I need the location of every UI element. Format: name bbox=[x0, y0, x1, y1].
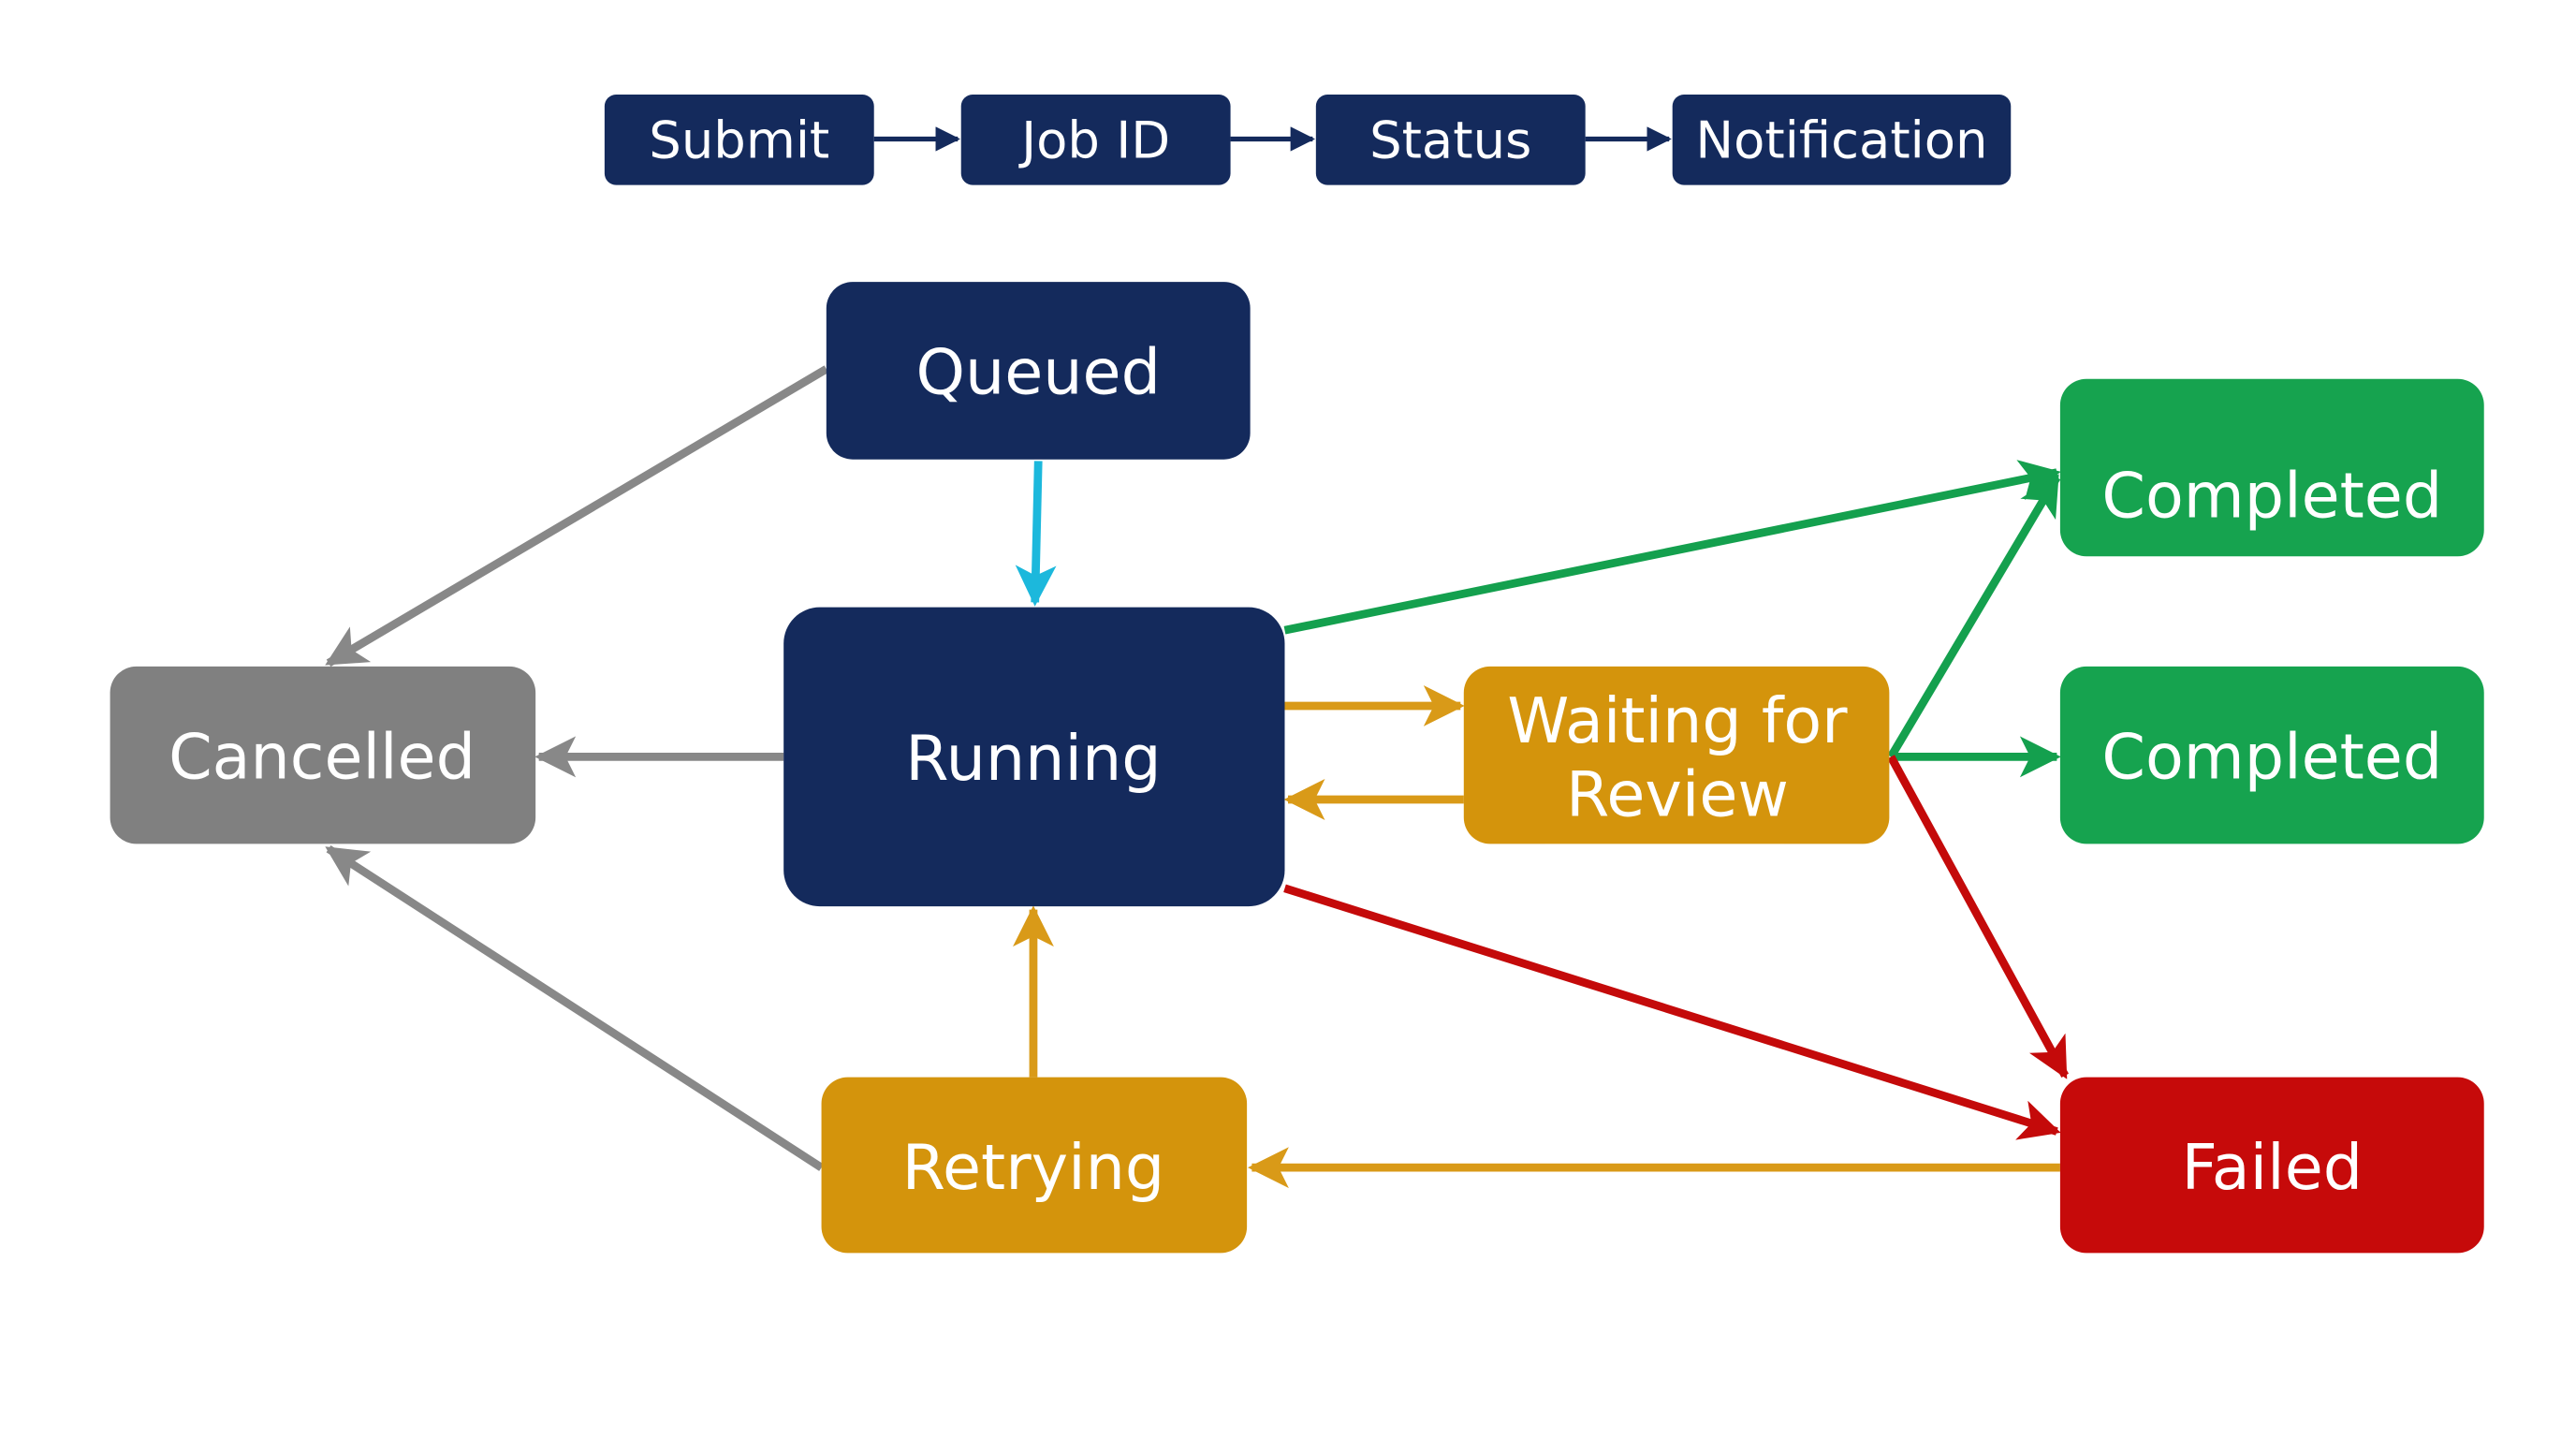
flow-step-job-id-label: Job ID bbox=[1018, 111, 1170, 170]
arrow-queued-to-cancelled bbox=[325, 365, 829, 668]
state-retrying-label: Retrying bbox=[902, 1131, 1165, 1204]
arrow-queued-to-running bbox=[1015, 461, 1057, 607]
flow-step-job-id: Job ID bbox=[960, 95, 1231, 185]
flow-step-notification-label: Notification bbox=[1695, 111, 1987, 170]
flow-step-submit: Submit bbox=[604, 95, 874, 185]
arrow-retrying-to-cancelled bbox=[325, 844, 824, 1171]
state-completed-top-label: Completed bbox=[2101, 459, 2442, 532]
arrow-waiting-to-failed bbox=[1887, 755, 2070, 1079]
flow-bar: Submit Job ID Status Notification bbox=[604, 95, 2012, 185]
state-completed-top: Completed bbox=[2059, 378, 2484, 557]
state-queued: Queued bbox=[826, 282, 1251, 460]
state-cancelled: Cancelled bbox=[110, 666, 536, 844]
state-waiting-label-line1: Waiting for bbox=[1507, 684, 1848, 757]
state-queued-label: Queued bbox=[916, 336, 1161, 409]
state-retrying: Retrying bbox=[821, 1077, 1248, 1254]
state-failed: Failed bbox=[2059, 1077, 2484, 1254]
state-completed-mid: Completed bbox=[2059, 666, 2484, 844]
state-cancelled-label: Cancelled bbox=[168, 720, 476, 793]
arrow-running-to-completed-top bbox=[1283, 460, 2061, 635]
flow-step-status-label: Status bbox=[1369, 111, 1531, 170]
flow-step-status: Status bbox=[1315, 95, 1586, 185]
arrow-running-to-failed bbox=[1283, 884, 2061, 1140]
arrow-waiting-to-completed-top bbox=[1887, 474, 2061, 759]
state-waiting-label-line2: Review bbox=[1566, 758, 1789, 831]
state-running-label: Running bbox=[905, 722, 1161, 795]
flow-step-submit-label: Submit bbox=[649, 111, 829, 170]
state-completed-mid-label: Completed bbox=[2101, 720, 2442, 793]
state-failed-label: Failed bbox=[2182, 1131, 2364, 1204]
transitions bbox=[325, 365, 2070, 1189]
flow-step-notification: Notification bbox=[1672, 95, 2012, 185]
state-waiting-for-review: Waiting for Review bbox=[1463, 666, 1890, 844]
state-nodes: Queued Running Cancelled Waiting for Rev… bbox=[110, 282, 2484, 1254]
state-running: Running bbox=[783, 607, 1285, 907]
